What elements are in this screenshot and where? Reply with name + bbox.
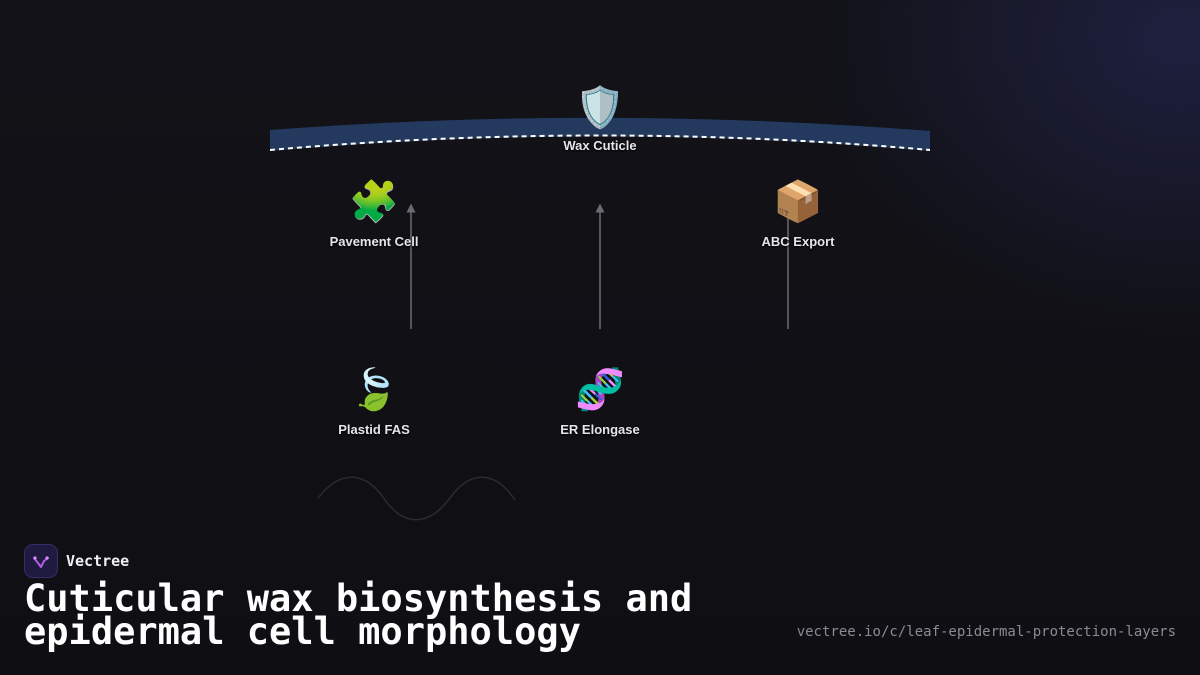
node-label: ABC Export <box>761 234 835 249</box>
package-icon: 📦 <box>773 180 823 224</box>
node-label: Plastid FAS <box>338 422 410 437</box>
source-url[interactable]: vectree.io/c/leaf-epidermal-protection-l… <box>796 624 1176 640</box>
vectree-logo-icon <box>24 544 58 578</box>
dna-icon: 🧬 <box>575 368 625 412</box>
node-wax-cuticle: 🛡️ Wax Cuticle <box>510 84 690 153</box>
node-label: ER Elongase <box>560 422 640 437</box>
node-er-elongase: 🧬 ER Elongase <box>510 366 690 437</box>
decorative-wave <box>317 476 516 521</box>
cuticle-surface-line <box>269 134 931 151</box>
leaf-icon: 🍃 <box>349 368 399 412</box>
brand[interactable]: Vectree <box>24 544 129 578</box>
node-pavement-cell: 🧩 Pavement Cell <box>284 178 464 249</box>
node-label: Wax Cuticle <box>563 138 637 153</box>
node-plastid-fas: 🍃 Plastid FAS <box>284 366 464 437</box>
shield-icon: 🛡️ <box>575 86 625 130</box>
node-label: Pavement Cell <box>329 234 419 249</box>
page-title: Cuticular wax biosynthesis and epidermal… <box>24 577 693 653</box>
cuticle-band <box>270 117 930 151</box>
brand-name: Vectree <box>66 552 130 570</box>
node-abc-export: 📦 ABC Export <box>708 178 888 249</box>
puzzle-piece-icon: 🧩 <box>349 180 399 224</box>
